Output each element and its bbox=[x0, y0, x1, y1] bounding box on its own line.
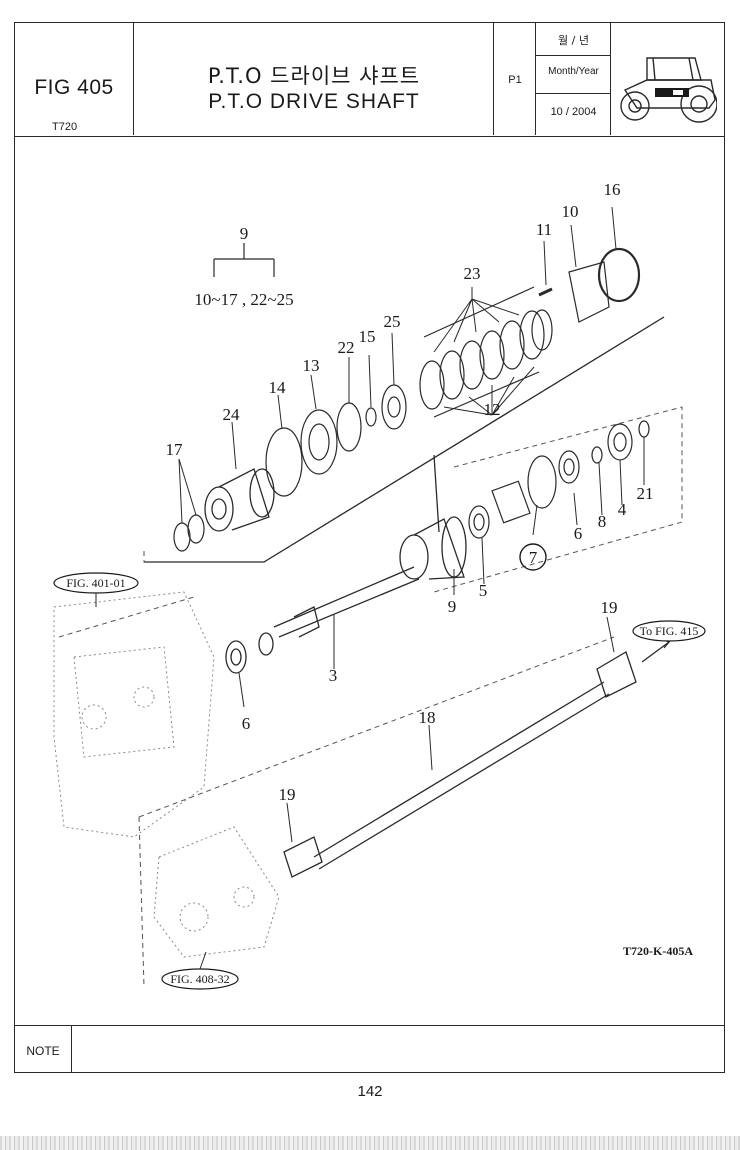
group-bracket bbox=[213, 243, 275, 277]
callout-13: 13 bbox=[303, 356, 320, 375]
callout-14: 14 bbox=[269, 378, 287, 397]
assembly-boundary bbox=[58, 316, 683, 988]
date-label-english: Month/Year bbox=[548, 66, 599, 77]
spring-stack bbox=[419, 286, 553, 418]
callout-9: 9 bbox=[448, 597, 457, 616]
callout-24: 24 bbox=[223, 405, 241, 424]
date-label-korean: 월 / 년 bbox=[558, 34, 589, 47]
drive-shaft bbox=[225, 566, 420, 674]
callout-25: 25 bbox=[384, 312, 401, 331]
callout-17: 17 bbox=[166, 440, 184, 459]
callout-11: 11 bbox=[536, 220, 552, 239]
note-text bbox=[72, 1026, 723, 1072]
model-code: T720 bbox=[52, 121, 78, 133]
callout-8: 8 bbox=[598, 512, 607, 531]
figure-cell: FIG 405 T720 bbox=[14, 22, 134, 135]
callout-18: 18 bbox=[419, 708, 436, 727]
date-divider-bottom bbox=[536, 93, 611, 94]
washer-set bbox=[265, 384, 407, 497]
gear-and-bearings bbox=[468, 420, 650, 539]
page-frame bbox=[14, 22, 725, 1073]
clutch-assembly bbox=[399, 516, 467, 580]
title-english: P.T.O DRIVE SHAFT bbox=[208, 90, 420, 113]
ref-fig-401-label: FIG. 401-01 bbox=[66, 576, 125, 590]
group-label: 9 bbox=[240, 224, 249, 243]
rear-housing bbox=[153, 826, 280, 958]
title-korean: P.T.O 드라이브 샤프트 bbox=[207, 64, 421, 88]
callout-16: 16 bbox=[604, 180, 621, 199]
page-code-cell: P1 bbox=[494, 22, 536, 135]
assembly-outline bbox=[144, 316, 665, 563]
ref-fig-408-leader bbox=[199, 951, 207, 970]
note-label: NOTE bbox=[26, 1044, 60, 1058]
leader-lines bbox=[178, 206, 645, 843]
callout-19-upper: 19 bbox=[601, 598, 618, 617]
callout-4: 4 bbox=[618, 500, 627, 519]
figure-number: FIG 405 bbox=[34, 76, 114, 99]
header-table: FIG 405 T720 P.T.O 드라이브 샤프트 P.T.O DRIVE … bbox=[14, 22, 725, 137]
note-row: NOTE bbox=[14, 1025, 725, 1073]
pin bbox=[538, 287, 553, 297]
ref-fig-408-label: FIG. 408-32 bbox=[170, 972, 229, 986]
transmission-housing bbox=[53, 591, 215, 838]
callout-19-lower: 19 bbox=[279, 785, 296, 804]
callout-6-lower: 6 bbox=[242, 714, 251, 733]
group-range: 10~17 , 22~25 bbox=[194, 290, 293, 309]
page-number: 142 bbox=[357, 1083, 383, 1100]
ref-fig-408[interactable]: FIG. 408-32 bbox=[161, 968, 239, 990]
o-rings bbox=[173, 514, 205, 552]
callout-22: 22 bbox=[338, 338, 355, 357]
ref-fig-401[interactable]: FIG. 401-01 bbox=[53, 572, 139, 594]
callout-3: 3 bbox=[329, 666, 338, 685]
callout-7: 7 bbox=[529, 548, 538, 567]
drawing-code: T720-K-405A bbox=[623, 944, 693, 958]
callout-15: 15 bbox=[359, 327, 376, 346]
note-label-cell: NOTE bbox=[14, 1026, 72, 1072]
tractor-icon bbox=[620, 57, 717, 123]
pto-shaft bbox=[283, 639, 671, 878]
thumbnail-cell bbox=[611, 22, 723, 135]
callout-6-upper: 6 bbox=[574, 524, 583, 543]
callout-12: 12 bbox=[484, 400, 501, 419]
clutch-hub bbox=[204, 468, 275, 532]
date-divider-top bbox=[536, 55, 611, 56]
exploded-diagram: 9 10~17 , 22~25 bbox=[53, 180, 706, 990]
callout-23: 23 bbox=[464, 264, 481, 283]
ref-fig-415[interactable]: To FIG. 415 bbox=[632, 620, 706, 642]
date-cell: 월 / 년 Month/Year 10 / 2004 bbox=[536, 22, 611, 135]
ref-fig-415-label: To FIG. 415 bbox=[640, 624, 699, 638]
callout-5: 5 bbox=[479, 581, 488, 600]
callout-10: 10 bbox=[562, 202, 579, 221]
callout-21: 21 bbox=[637, 484, 654, 503]
plate bbox=[568, 261, 610, 323]
page-code: P1 bbox=[508, 74, 522, 86]
callout-7-circle bbox=[519, 543, 547, 571]
scan-artifact-strip bbox=[0, 1136, 740, 1150]
date-value: 10 / 2004 bbox=[550, 106, 597, 118]
snap-ring bbox=[597, 247, 641, 303]
title-cell: P.T.O 드라이브 샤프트 P.T.O DRIVE SHAFT bbox=[134, 22, 494, 135]
